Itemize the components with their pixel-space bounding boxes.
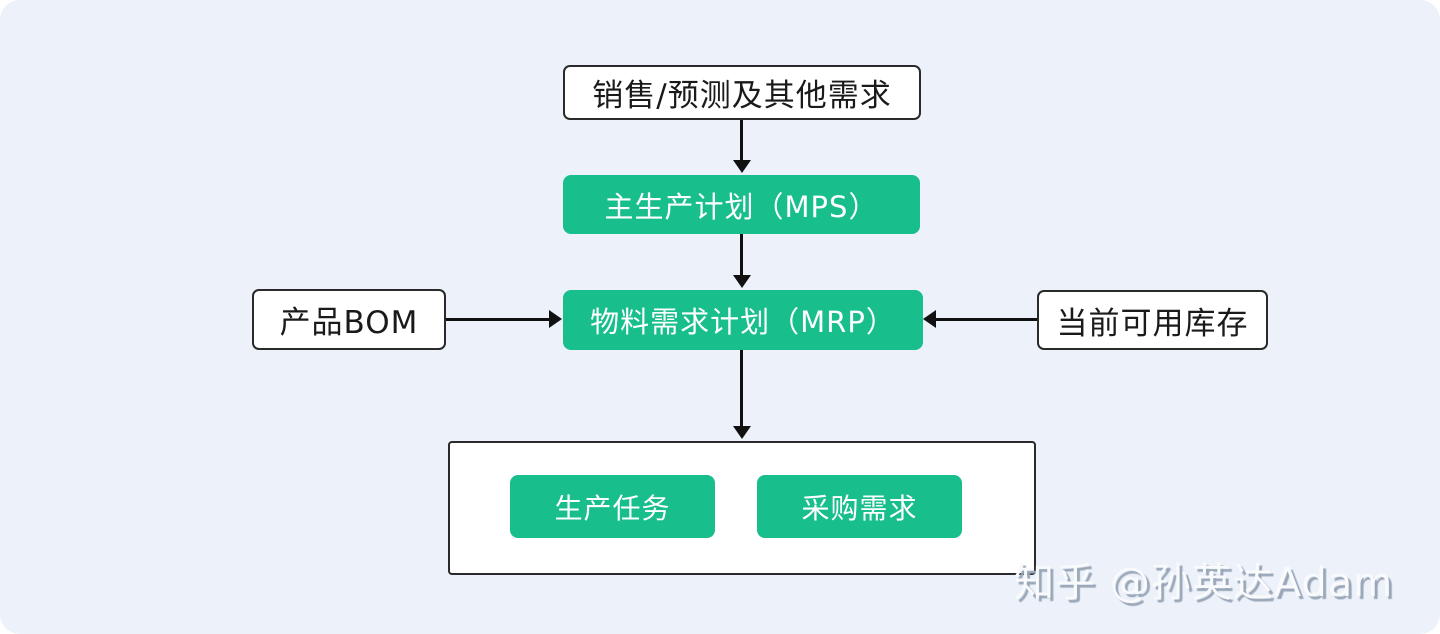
node-mps: 主生产计划（MPS） xyxy=(563,175,920,234)
node-mrp: 物料需求计划（MRP） xyxy=(563,290,923,350)
node-mrp-label: 物料需求计划（MRP） xyxy=(590,305,896,339)
node-purchase-demand-label: 采购需求 xyxy=(801,491,918,525)
node-production-task: 生产任务 xyxy=(510,475,715,538)
arrow-line xyxy=(740,234,743,276)
arrow-line xyxy=(740,350,743,427)
arrow-left-icon xyxy=(923,310,936,328)
arrow-down-icon xyxy=(733,275,751,288)
arrow-line xyxy=(446,318,550,321)
node-mps-label: 主生产计划（MPS） xyxy=(604,189,879,224)
watermark: 知乎 @孙英达Adam xyxy=(1014,560,1394,606)
node-inventory: 当前可用库存 xyxy=(1037,290,1268,350)
arrow-line xyxy=(740,120,743,161)
arrow-right-icon xyxy=(549,310,562,328)
node-production-task-label: 生产任务 xyxy=(554,491,671,525)
node-sales-forecast-label: 销售/预测及其他需求 xyxy=(592,78,892,114)
arrow-line xyxy=(936,318,1037,321)
node-purchase-demand: 采购需求 xyxy=(757,475,962,538)
node-bom: 产品BOM xyxy=(252,289,446,350)
node-inventory-label: 当前可用库存 xyxy=(1056,305,1249,342)
node-bom-label: 产品BOM xyxy=(279,305,419,341)
arrow-down-icon xyxy=(733,426,751,439)
node-sales-forecast: 销售/预测及其他需求 xyxy=(563,65,921,120)
arrow-down-icon xyxy=(733,160,751,173)
